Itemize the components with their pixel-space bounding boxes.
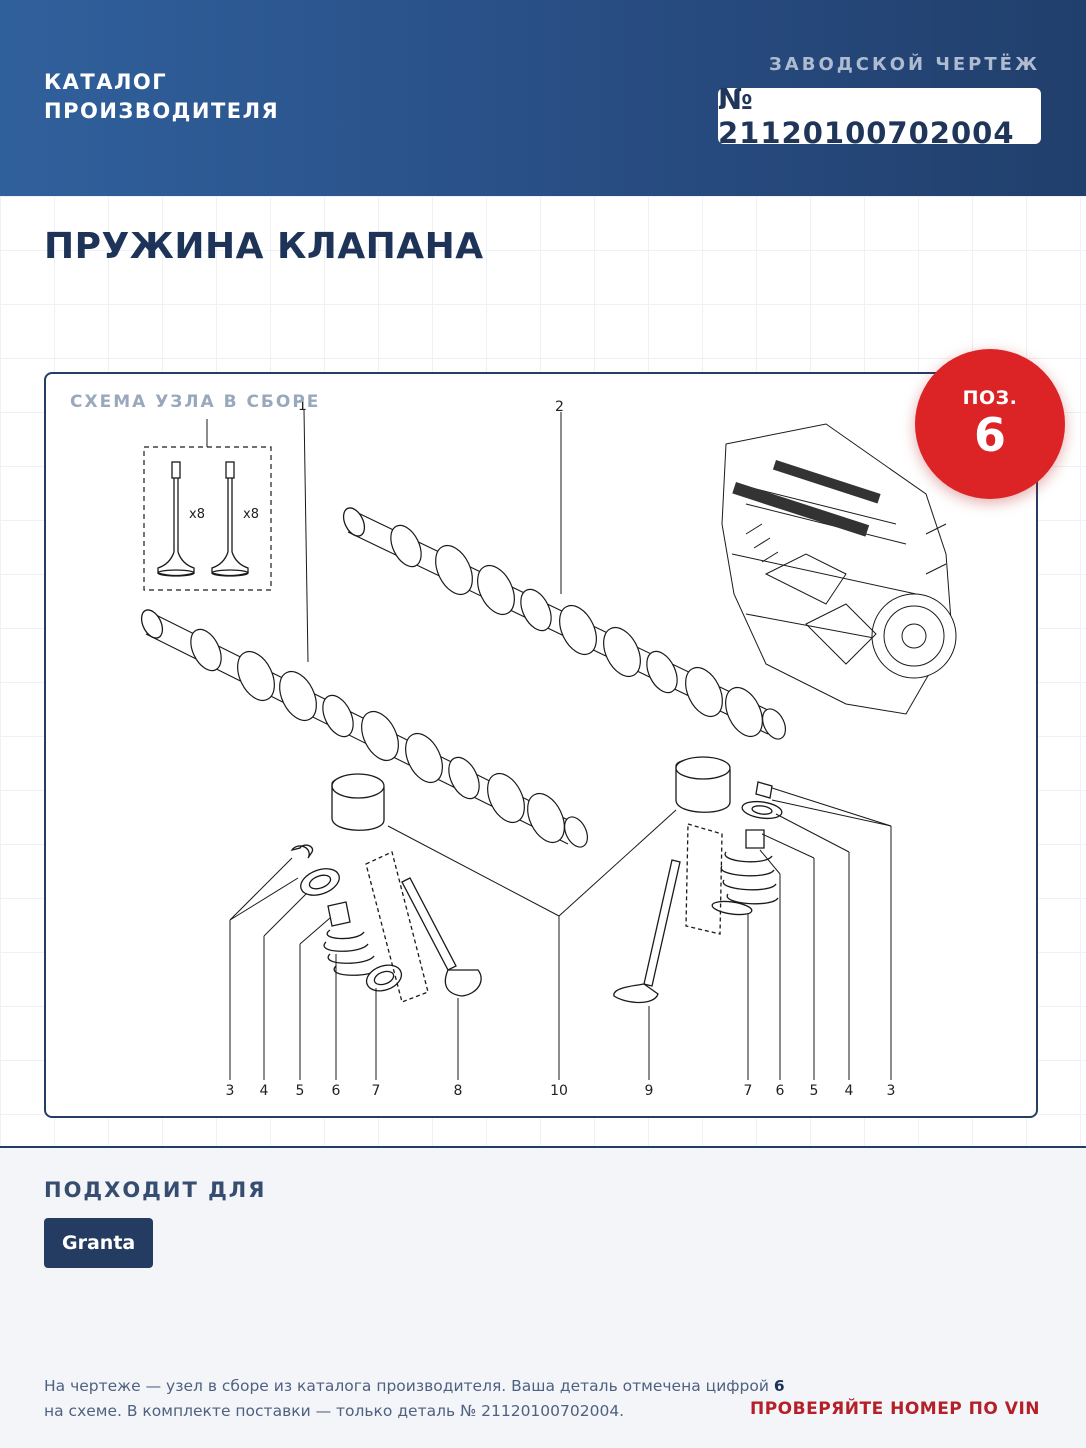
callout-7: 7	[372, 1083, 381, 1099]
callout-2: 2	[555, 399, 564, 415]
valve-icon	[157, 461, 195, 577]
callout-9: 9	[645, 1083, 654, 1099]
callout-8: 8	[454, 1083, 463, 1099]
assembly-diagram: x8 x8 1	[140, 398, 957, 1099]
position-number: 6	[973, 408, 1006, 462]
callout-4: 4	[845, 1083, 854, 1099]
valves-inset: x8 x8	[143, 419, 272, 591]
note-text-after: на схеме. В комплекте поставки — только …	[44, 1402, 625, 1420]
callout-7: 7	[744, 1083, 753, 1099]
header-banner: КАТАЛОГ ПРОИЗВОДИТЕЛЯ ЗАВОДСКОЙ ЧЕРТЁЖ №…	[0, 0, 1086, 196]
valve-count-left: x8	[189, 507, 205, 522]
footer-note: На чертеже — узел в сборе из каталога пр…	[44, 1374, 804, 1424]
factory-drawing-label: ЗАВОДСКОЙ ЧЕРТЁЖ	[769, 54, 1040, 75]
position-label: ПОЗ.	[962, 387, 1018, 409]
vin-warning: ПРОВЕРЯЙТЕ НОМЕР ПО VIN	[749, 1399, 1040, 1419]
part-number: № 21120100702004	[718, 82, 1015, 150]
camshaft-exhaust	[342, 507, 787, 740]
model-chip-granta[interactable]: Granta	[44, 1218, 154, 1268]
compatibility-section	[0, 1146, 1086, 1448]
note-position-highlight: 6	[773, 1377, 785, 1395]
camshaft-intake	[140, 609, 589, 848]
diagram-caption: СХЕМА УЗЛА В СБОРЕ	[70, 392, 321, 412]
catalog-label: КАТАЛОГ ПРОИЗВОДИТЕЛЯ	[44, 70, 280, 123]
valve-icon	[211, 461, 249, 577]
page-title: ПРУЖИНА КЛАПАНА	[44, 226, 484, 267]
callout-6: 6	[776, 1083, 785, 1099]
engine-sketch	[721, 423, 957, 715]
part-number-box: № 21120100702004	[718, 82, 1041, 150]
callout-6: 6	[332, 1083, 341, 1099]
callout-3: 3	[887, 1083, 896, 1099]
callout-5: 5	[810, 1083, 819, 1099]
callout-10: 10	[550, 1083, 568, 1099]
callout-3: 3	[226, 1083, 235, 1099]
valve-count-right: x8	[243, 507, 259, 522]
callout-5: 5	[296, 1083, 305, 1099]
callout-4: 4	[260, 1083, 269, 1099]
valve-train-right	[613, 756, 783, 1004]
position-badge: ПОЗ. 6	[915, 349, 1065, 499]
leader-lines	[229, 787, 892, 1080]
callout-1: 1	[298, 398, 307, 414]
valve-train-left	[290, 773, 482, 1003]
note-text-before: На чертеже — узел в сборе из каталога пр…	[44, 1377, 774, 1395]
fits-heading: ПОДХОДИТ ДЛЯ	[44, 1178, 267, 1202]
